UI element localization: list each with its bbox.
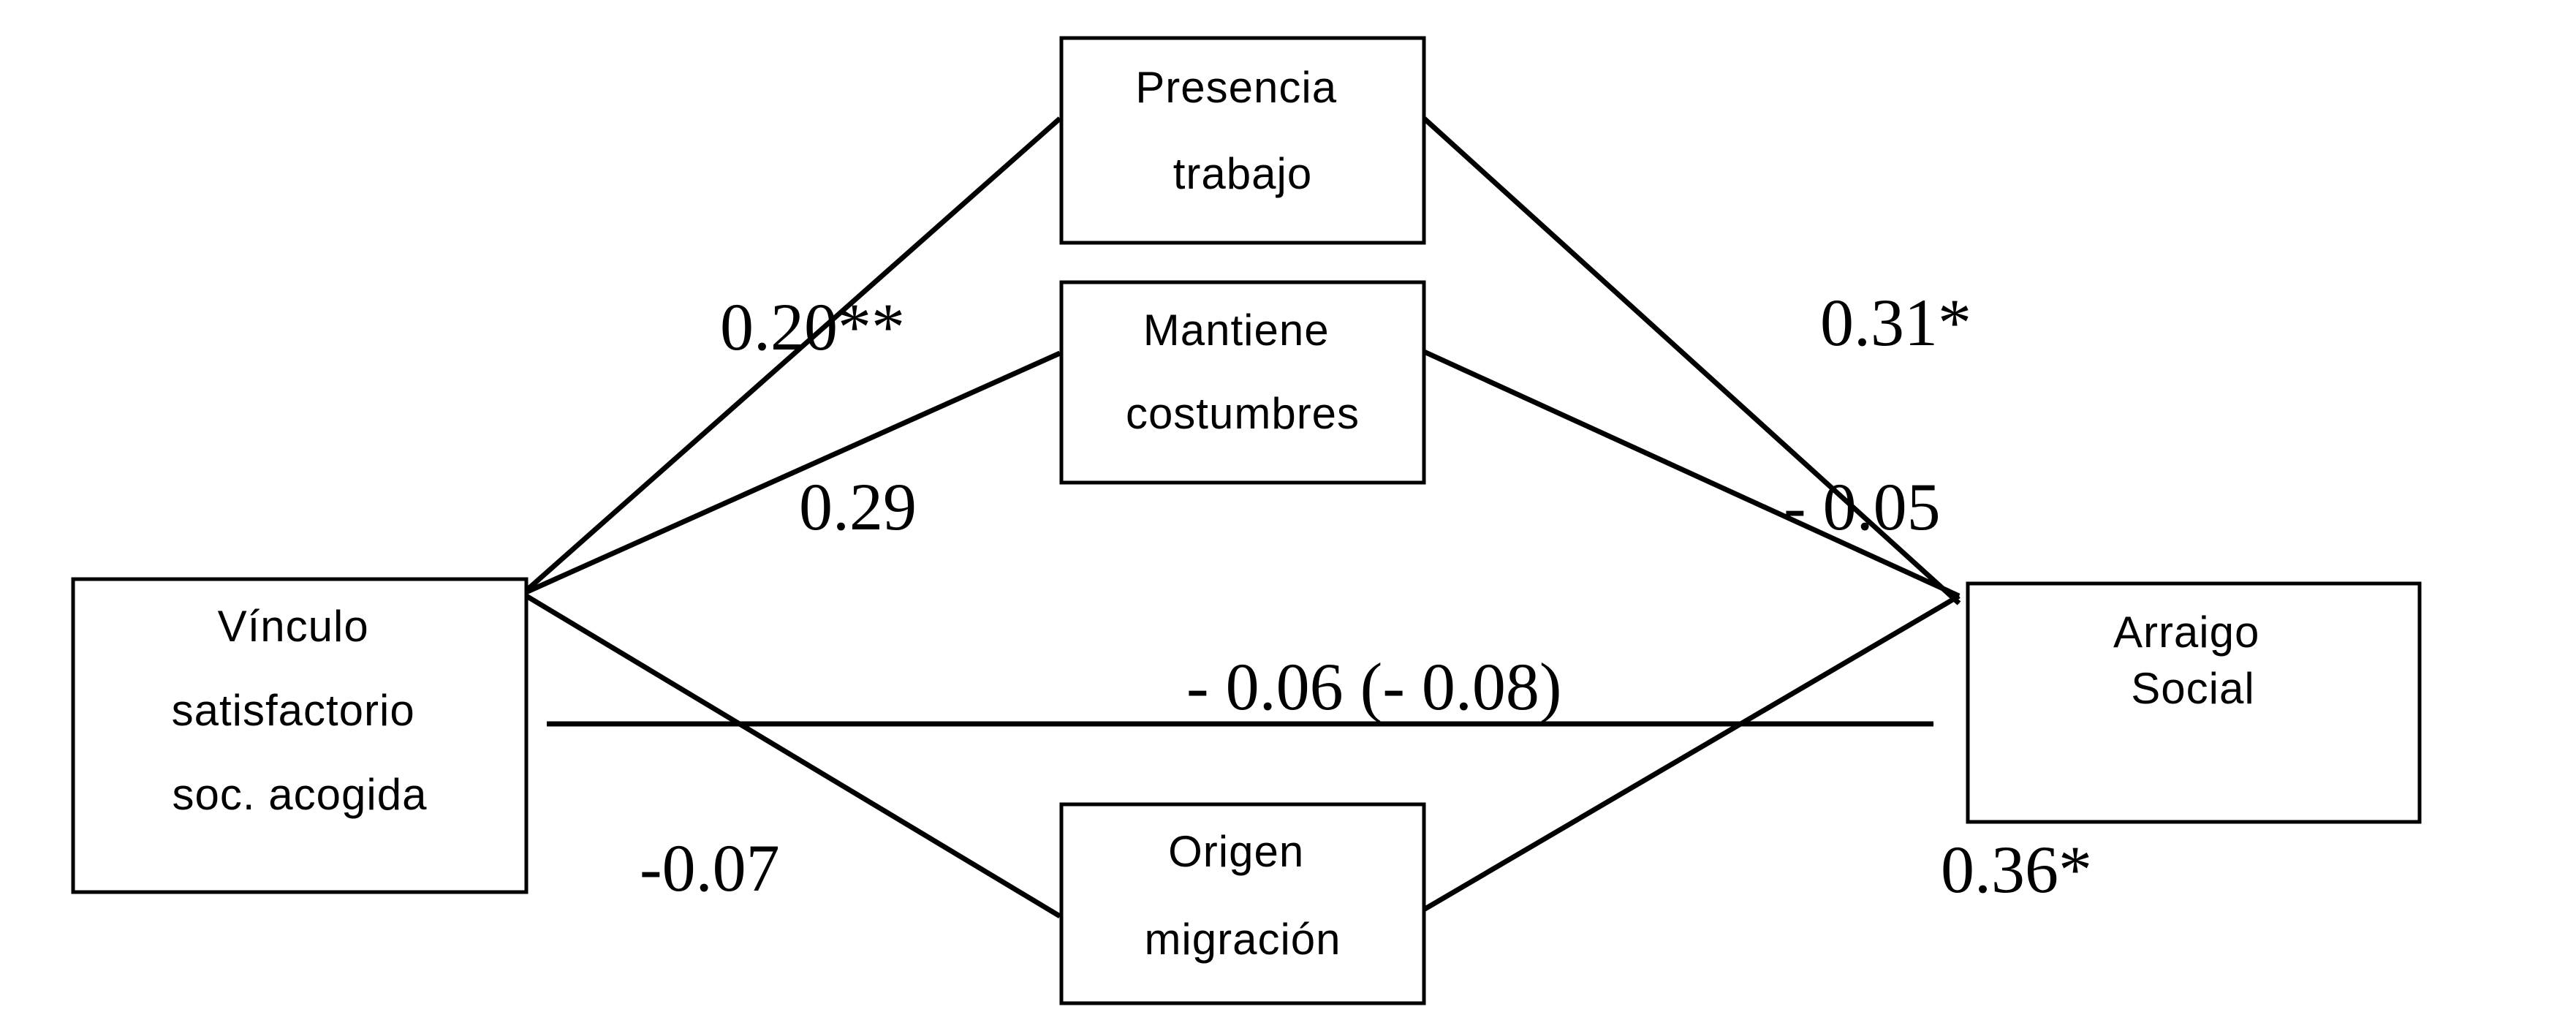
arrow-mantiene-arraigo: [1421, 348, 1961, 599]
node-arraigo: Arraigo Social: [1966, 581, 2422, 824]
svg-text:Vínculo satisfactorio: Vínculo satisfactorio soc. acogida: [172, 602, 428, 819]
svg-text:Arraigo Social: Arraigo Social: [2113, 608, 2273, 713]
coef-origen-arraigo: 0.36*: [1941, 832, 2092, 907]
node-vinculo-line-1: Vínculo: [218, 602, 369, 651]
coef-vinculo-mantiene: 0.29: [799, 469, 917, 544]
node-origen: Origen migración: [1059, 802, 1426, 1005]
node-arraigo-line-1: Arraigo: [2113, 608, 2259, 657]
coef-mantiene-arraigo: - 0.05: [1784, 469, 1941, 544]
node-presencia: Presencia trabajo: [1059, 36, 1426, 245]
coef-direct-effect: - 0.06 (- 0.08): [1186, 649, 1562, 724]
node-arraigo-line-2: Social: [2131, 664, 2254, 713]
node-origen-line-1: Origen: [1168, 827, 1304, 876]
node-mantiene-line-2: costumbres: [1126, 389, 1360, 438]
svg-text:Mantiene costumbres: Mantiene costumbres: [1126, 306, 1360, 438]
arrows: [520, 115, 1961, 919]
arrow-vinculo-presencia: [520, 116, 1062, 596]
coef-vinculo-presencia: 0.20**: [720, 290, 905, 364]
node-presencia-line-2: trabajo: [1173, 149, 1312, 198]
node-vinculo-line-3: soc. acogida: [173, 770, 428, 819]
arrow-vinculo-origen: [521, 591, 1061, 919]
coefficient-labels: 0.20** 0.29 -0.07 0.31* - 0.05 - 0.06 (-…: [640, 285, 2092, 907]
arrow-origen-arraigo: [1421, 593, 1961, 913]
node-mantiene-line-1: Mantiene: [1143, 306, 1330, 355]
svg-text:Origen migración: Origen migración: [1144, 827, 1341, 964]
arrow-vinculo-mantiene: [521, 350, 1061, 597]
node-presencia-line-1: Presencia: [1135, 63, 1337, 112]
coef-presencia-arraigo: 0.31*: [1820, 285, 1971, 360]
node-vinculo-line-2: satisfactorio: [172, 686, 415, 735]
arrow-presencia-arraigo: [1420, 115, 1961, 605]
node-mantiene: Mantiene costumbres: [1059, 280, 1426, 485]
node-origen-line-2: migración: [1144, 915, 1341, 964]
svg-text:Presencia trabajo: Presencia trabajo: [1135, 63, 1349, 198]
coef-vinculo-origen: -0.07: [640, 831, 780, 905]
node-vinculo: Vínculo satisfactorio soc. acogida: [71, 577, 529, 894]
